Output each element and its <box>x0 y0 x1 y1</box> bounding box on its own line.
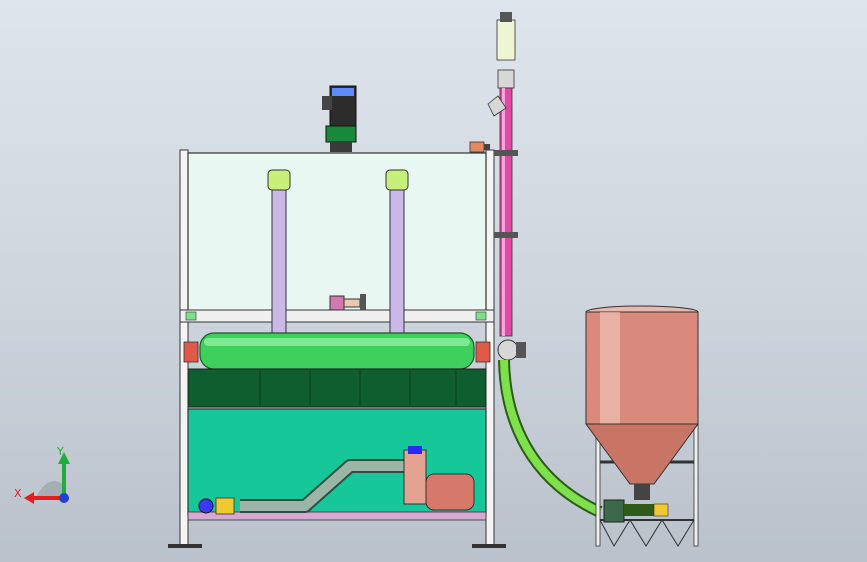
triad-x-label: X <box>14 487 22 500</box>
triad-z-axis <box>59 493 69 503</box>
tank-valve[interactable] <box>329 294 366 311</box>
orientation-triad[interactable]: Y X <box>14 445 70 504</box>
agitator-motor[interactable] <box>322 85 357 152</box>
lower-tank <box>187 408 487 521</box>
cone-hopper <box>585 305 699 548</box>
green-hose <box>498 359 603 518</box>
green-drum <box>183 332 491 370</box>
triad-y-label: Y <box>56 445 64 458</box>
top-bracket <box>469 141 490 153</box>
riser-pipe <box>487 12 526 361</box>
drum-base-band <box>187 368 487 408</box>
triad-y-arrow <box>58 452 70 464</box>
triad-x-arrow <box>24 492 34 504</box>
pump-line <box>198 459 410 515</box>
upper-tank <box>179 152 495 323</box>
pump-motor[interactable] <box>403 446 475 511</box>
